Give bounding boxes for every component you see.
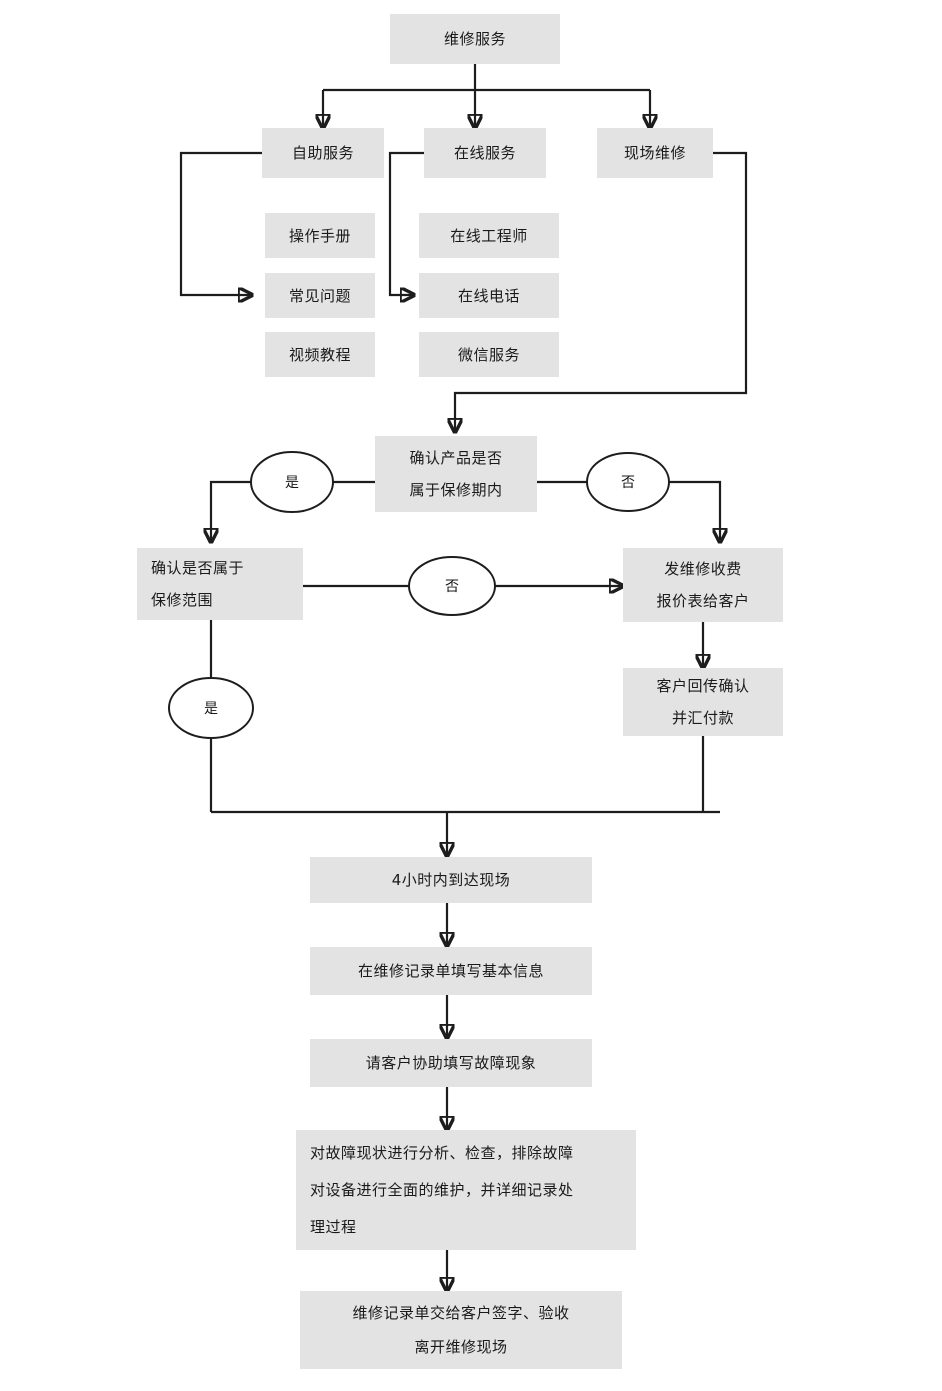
decision-label-warranty-no: 否 xyxy=(621,475,635,491)
node-send-quote[interactable]: 发维修收费 报价表给客户 xyxy=(623,548,783,622)
node-video-tutorial[interactable]: 视频教程 xyxy=(265,332,375,377)
ellipse-scope-yes xyxy=(168,677,254,739)
node-warranty-scope-check[interactable]: 确认是否属于 保修范围 xyxy=(137,548,303,620)
node-analyze-and-repair[interactable]: 对故障现状进行分析、检查，排除故障 对设备进行全面的维护，并详细记录处 理过程 xyxy=(296,1130,636,1250)
node-sign-and-leave[interactable]: 维修记录单交给客户签字、验收 离开维修现场 xyxy=(300,1291,622,1369)
node-online-phone[interactable]: 在线电话 xyxy=(419,273,559,318)
node-arrive-onsite-4h[interactable]: 4小时内到达现场 xyxy=(310,857,592,903)
wire-no-to-quote xyxy=(668,480,720,542)
node-online-engineer[interactable]: 在线工程师 xyxy=(419,213,559,258)
node-branch-self-service[interactable]: 自助服务 xyxy=(262,128,384,178)
node-fill-basic-info[interactable]: 在维修记录单填写基本信息 xyxy=(310,947,592,995)
node-operation-manual[interactable]: 操作手册 xyxy=(265,213,375,258)
node-root[interactable]: 维修服务 xyxy=(390,14,560,64)
decision-label-scope-yes: 是 xyxy=(204,701,218,717)
node-branch-onsite-repair[interactable]: 现场维修 xyxy=(597,128,713,178)
ellipse-warranty-no xyxy=(586,452,670,512)
ellipse-warranty-yes xyxy=(250,451,334,513)
wire-self-to-faq xyxy=(179,151,262,295)
decision-label-scope-no: 否 xyxy=(445,579,459,595)
node-branch-online-service[interactable]: 在线服务 xyxy=(424,128,546,178)
decision-label-warranty-yes: 是 xyxy=(285,475,299,491)
node-wechat-service[interactable]: 微信服务 xyxy=(419,332,559,377)
node-warranty-period-check[interactable]: 确认产品是否 属于保修期内 xyxy=(375,436,537,512)
ellipse-scope-no xyxy=(408,556,496,616)
node-customer-fault-description[interactable]: 请客户协助填写故障现象 xyxy=(310,1039,592,1087)
node-faq[interactable]: 常见问题 xyxy=(265,273,375,318)
node-customer-confirm-payment[interactable]: 客户回传确认 并汇付款 xyxy=(623,668,783,736)
wire-yes-to-scope xyxy=(211,480,252,542)
